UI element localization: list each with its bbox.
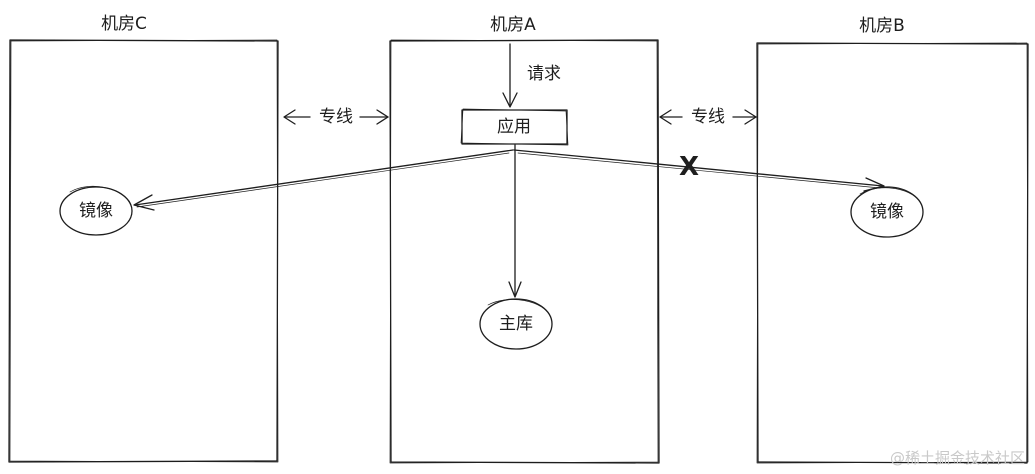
room-a-title: 机房A xyxy=(490,15,536,35)
app-to-master-arrow xyxy=(508,144,522,298)
request-label: 请求 xyxy=(527,64,561,84)
room-b-title: 机房B xyxy=(859,16,905,36)
request-arrow xyxy=(502,43,518,108)
blocked-x-mark: X xyxy=(678,152,700,182)
master-db-ellipse xyxy=(479,298,553,350)
app-to-mirror-b-arrow xyxy=(513,149,885,192)
mirror-b-label: 镜像 xyxy=(870,202,904,222)
line-c-a-label: 专线 xyxy=(319,107,353,127)
watermark-text: @稀土掘金技术社区 xyxy=(889,449,1025,467)
mirror-c-ellipse xyxy=(59,186,133,236)
mirror-c-label: 镜像 xyxy=(79,201,113,221)
app-label: 应用 xyxy=(497,117,531,137)
room-a-box xyxy=(389,39,660,464)
line-c-a-arrows xyxy=(283,109,389,125)
master-db-label: 主库 xyxy=(499,314,533,334)
room-c-box xyxy=(8,39,279,463)
room-b-box xyxy=(756,42,1029,464)
room-c-title: 机房C xyxy=(101,14,147,34)
line-a-b-arrows xyxy=(659,109,757,125)
mirror-b-ellipse xyxy=(850,186,924,238)
app-to-mirror-c-arrow xyxy=(133,149,514,211)
app-box xyxy=(460,108,569,146)
line-a-b-label: 专线 xyxy=(691,107,725,127)
